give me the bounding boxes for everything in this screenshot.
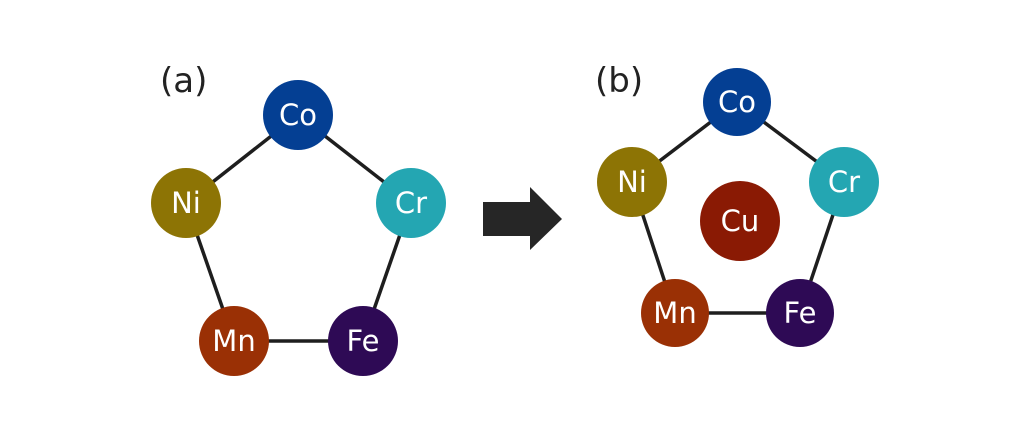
node-mn: Mn (641, 279, 709, 347)
node-label: Cr (395, 186, 427, 220)
node-circle (151, 168, 221, 238)
node-label: Mn (212, 324, 255, 358)
node-label: Cu (721, 204, 760, 238)
node-fe: Fe (766, 279, 834, 347)
panel-b: (b) Co Cr Fe Mn Ni Cu (595, 61, 879, 347)
node-circle (199, 306, 269, 376)
panel-a-label: (a) (160, 61, 207, 101)
panel-a: (a) Co Cr Fe Mn Ni (151, 61, 446, 376)
node-circle (809, 147, 879, 217)
node-cr: Cr (809, 147, 879, 217)
node-label: Ni (617, 165, 647, 199)
node-circle (597, 147, 667, 217)
node-ni: Ni (151, 168, 221, 238)
node-circle (328, 306, 398, 376)
node-co: Co (263, 80, 333, 150)
node-circle (376, 168, 446, 238)
node-ni: Ni (597, 147, 667, 217)
node-co: Co (703, 68, 771, 136)
node-label: Mn (653, 296, 696, 330)
node-cr: Cr (376, 168, 446, 238)
node-circle (700, 181, 780, 261)
panel-b-label: (b) (595, 61, 643, 101)
node-label: Cr (828, 165, 860, 199)
node-cu-center: Cu (700, 181, 780, 261)
arrow-right-icon (483, 187, 562, 250)
node-label: Co (279, 98, 317, 132)
node-fe: Fe (328, 306, 398, 376)
node-label: Fe (347, 324, 380, 358)
node-label: Co (718, 85, 756, 119)
node-label: Ni (171, 186, 201, 220)
node-circle (766, 279, 834, 347)
node-mn: Mn (199, 306, 269, 376)
node-circle (263, 80, 333, 150)
node-circle (703, 68, 771, 136)
node-label: Fe (784, 296, 817, 330)
node-circle (641, 279, 709, 347)
